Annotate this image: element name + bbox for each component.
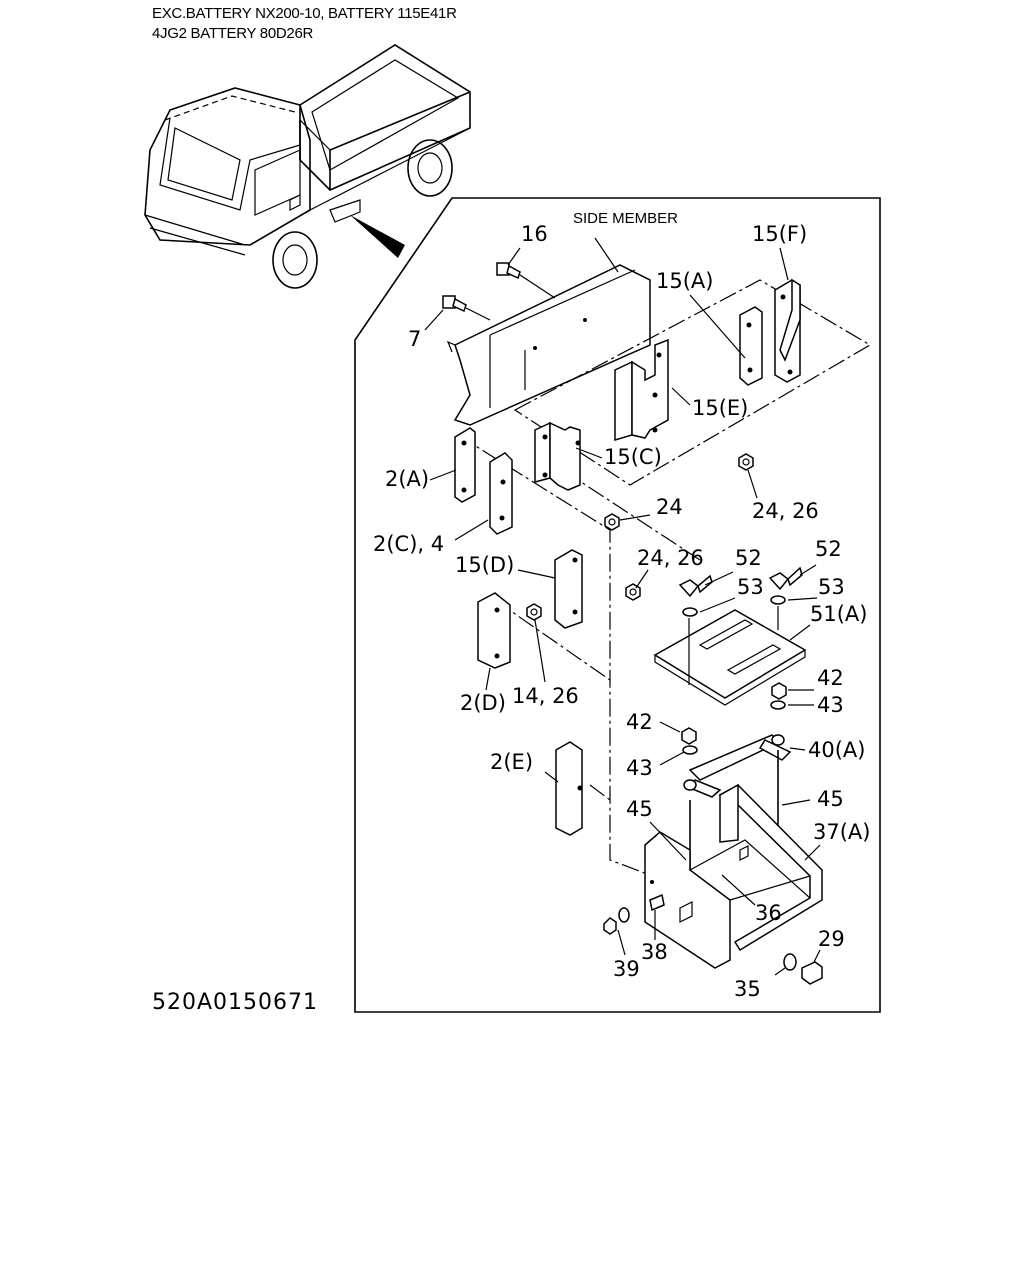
callout-24: 24 bbox=[656, 495, 683, 519]
callout-15c: 15(C) bbox=[604, 445, 662, 469]
callout-2a: 2(A) bbox=[385, 467, 429, 491]
callout-2e: 2(E) bbox=[490, 750, 533, 774]
battery-cover bbox=[653, 609, 807, 706]
nut-24 bbox=[604, 513, 620, 531]
hold-down-clamp bbox=[681, 682, 792, 798]
leader-lines bbox=[424, 237, 821, 976]
bracket-15d bbox=[554, 549, 583, 629]
callout-29: 29 bbox=[818, 927, 845, 951]
bolt-16 bbox=[496, 262, 556, 299]
nut-24-26-upper bbox=[738, 453, 754, 471]
bracket-15a bbox=[739, 306, 763, 386]
header-line-2: 4JG2 BATTERY 80D26R bbox=[152, 25, 314, 42]
bracket-2a bbox=[454, 427, 476, 503]
washer-35 bbox=[783, 953, 797, 971]
nut-24-26-lower bbox=[625, 583, 641, 601]
callout-43-right: 43 bbox=[817, 693, 844, 717]
callout-14-26: 14, 26 bbox=[512, 684, 579, 708]
callout-51a: 51(A) bbox=[810, 602, 867, 626]
diagram-header: EXC.BATTERY NX200-10, BATTERY 115E41R 4J… bbox=[152, 4, 457, 44]
callout-38: 38 bbox=[641, 940, 668, 964]
side-member bbox=[446, 264, 651, 426]
callout-24-26-lower: 24, 26 bbox=[637, 546, 704, 570]
side-member-label: SIDE MEMBER bbox=[573, 210, 678, 227]
callout-16: 16 bbox=[521, 222, 548, 246]
callout-7: 7 bbox=[408, 327, 421, 351]
callout-15d: 15(D) bbox=[455, 553, 514, 577]
bracket-15f bbox=[774, 278, 801, 383]
wing-nut-52-right bbox=[768, 566, 803, 630]
callout-42-left: 42 bbox=[626, 710, 653, 734]
callout-53-left: 53 bbox=[737, 575, 764, 599]
callout-40a: 40(A) bbox=[808, 738, 865, 762]
battery-tray bbox=[644, 783, 823, 969]
bracket-15e bbox=[614, 338, 669, 442]
callout-15a: 15(A) bbox=[656, 269, 713, 293]
bolt-7 bbox=[442, 295, 491, 321]
callout-39: 39 bbox=[613, 957, 640, 981]
callout-36: 36 bbox=[755, 901, 782, 925]
detail-frame bbox=[354, 197, 881, 1013]
callout-35: 35 bbox=[734, 977, 761, 1001]
callout-52-left: 52 bbox=[735, 546, 762, 570]
bracket-15c bbox=[534, 421, 581, 491]
diagram-code: 520A0150671 bbox=[152, 990, 319, 1015]
callout-37a: 37(A) bbox=[813, 820, 870, 844]
callout-52-right: 52 bbox=[815, 537, 842, 561]
nut-14-26 bbox=[526, 603, 542, 621]
callout-24-26-upper: 24, 26 bbox=[752, 499, 819, 523]
callout-2d: 2(D) bbox=[460, 691, 506, 715]
callout-42-right: 42 bbox=[817, 666, 844, 690]
bracket-2d bbox=[477, 592, 511, 669]
header-line-1: EXC.BATTERY NX200-10, BATTERY 115E41R bbox=[152, 5, 457, 22]
truck-illustration bbox=[144, 44, 471, 289]
callout-15e: 15(E) bbox=[692, 396, 748, 420]
washer-39 bbox=[603, 907, 630, 935]
callout-45-left: 45 bbox=[626, 797, 653, 821]
callout-2c-4: 2(C), 4 bbox=[373, 532, 444, 556]
bolt-38 bbox=[649, 893, 665, 912]
callout-45-right: 45 bbox=[817, 787, 844, 811]
callout-15f: 15(F) bbox=[752, 222, 807, 246]
bolt-29 bbox=[801, 961, 823, 985]
bracket-2c4 bbox=[489, 452, 513, 535]
bracket-2e bbox=[555, 741, 583, 836]
callout-43-left: 43 bbox=[626, 756, 653, 780]
callout-53-right: 53 bbox=[818, 575, 845, 599]
